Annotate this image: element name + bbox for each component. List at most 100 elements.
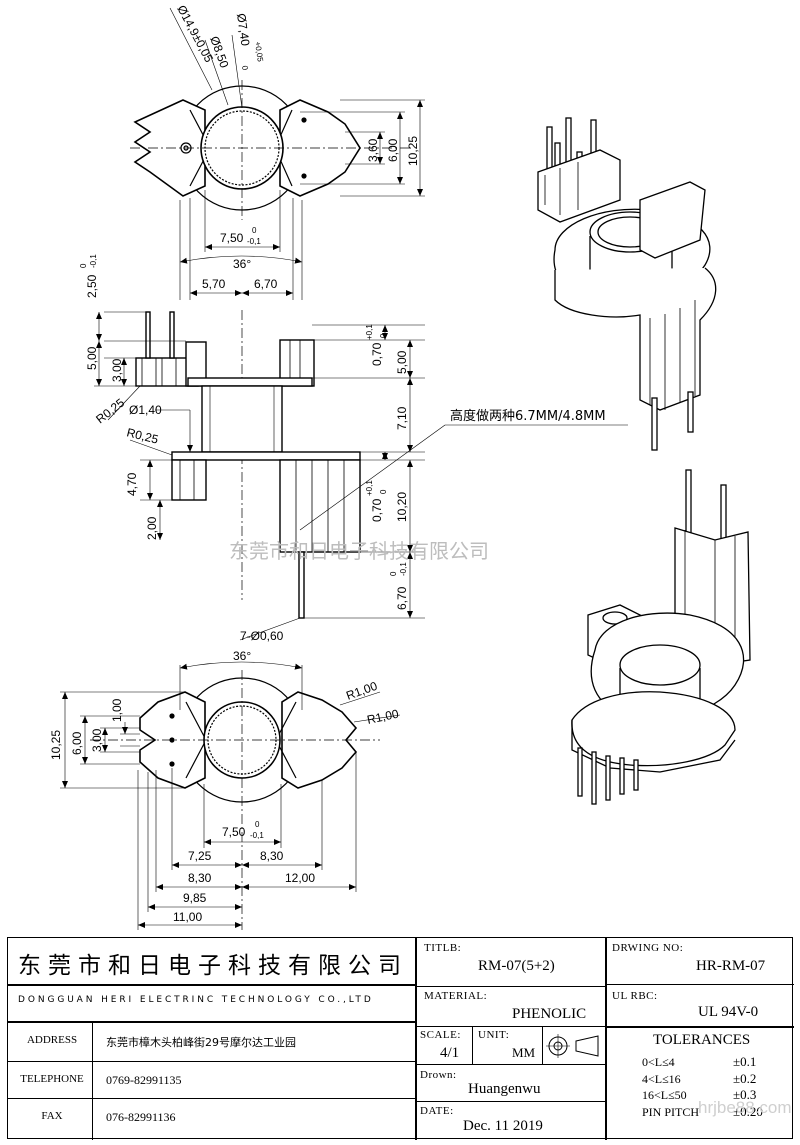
- dim-label: Ø7,40: [234, 12, 252, 47]
- tolerance-value: ±0.3: [733, 1087, 757, 1102]
- tolerance-range: 16<L≤50: [642, 1088, 687, 1102]
- title-label: TITLB:: [424, 942, 462, 954]
- dim-label: 6,00: [386, 138, 400, 162]
- drawing-no-value: HR-RM-07: [696, 958, 766, 974]
- dim-label: 0: [379, 333, 388, 338]
- tolerance-values: ±0.1 ±0.2 ±0.3 ±0.20: [733, 1054, 763, 1120]
- dim-label: Ø14,9±0,05: [174, 3, 216, 65]
- dim-label: 12,00: [285, 871, 315, 885]
- dim-label: 11,00: [173, 910, 202, 924]
- dim-label: 2,00: [145, 516, 159, 540]
- bottom-view: [60, 661, 401, 930]
- dim-label: 5,00: [85, 346, 99, 370]
- dim-label: 5,00: [395, 350, 409, 374]
- dim-label: 7,25: [188, 849, 212, 863]
- date-value: Dec. 11 2019: [463, 1118, 543, 1134]
- dim-label: 3,00: [90, 728, 104, 752]
- dim-label: -0,1: [399, 562, 408, 576]
- fax-label: FAX: [41, 1110, 63, 1122]
- material-label: MATERIAL:: [424, 990, 488, 1002]
- dim-label: 9,85: [183, 891, 207, 905]
- side-view-labels: 2,50 -0,1 0 5,00 3,00 R0,25 Ø1,40 R0,25 …: [79, 254, 606, 643]
- company-name-en: DONGGUAN HERI ELECTRINC TECHNOLOGY CO.,L…: [18, 995, 374, 1005]
- fax-value: 076-82991136: [106, 1110, 176, 1124]
- tolerance-ranges: 0<L≤4 4<L≤16 16<L≤50 PIN PITCH: [642, 1054, 699, 1120]
- dim-label: 0: [252, 226, 257, 235]
- unit-label: UNIT:: [478, 1029, 510, 1041]
- dim-label: R1,00: [344, 679, 379, 703]
- dim-label: 3,00: [110, 358, 124, 382]
- dim-label: 10,25: [49, 730, 63, 760]
- dim-label: 36°: [233, 257, 251, 271]
- bottom-view-labels: 36° R1,00 R1,00 10,25 6,00 3,00 1,00 7,5…: [49, 649, 400, 924]
- technical-drawing: Ø14,9±0,05 Ø8,50 Ø7,40 +0,05 0 3,60 6,00…: [49, 3, 751, 930]
- dim-label: 6,00: [70, 731, 84, 755]
- dim-label: -0,1: [250, 831, 264, 840]
- drawn-value: Huangenwu: [468, 1081, 541, 1097]
- drawing-no-label: DRWING NO:: [612, 942, 684, 954]
- title-block: 东莞市和日电子科技有限公司 DONGGUAN HERI ELECTRINC TE…: [7, 937, 794, 1140]
- title-value: RM-07(5+2): [478, 958, 555, 974]
- date-label: DATE:: [420, 1105, 454, 1117]
- top-view: [130, 7, 425, 300]
- dim-label: 0: [79, 263, 88, 268]
- dim-label: 0: [379, 489, 388, 494]
- dim-label: 0,70: [370, 342, 384, 366]
- company-name-cn: 东莞市和日电子科技有限公司: [18, 953, 408, 979]
- dim-label: 7-Ø0,60: [240, 629, 284, 643]
- dim-label: -0,1: [247, 237, 261, 246]
- isometric-view-bottom: [571, 469, 751, 805]
- dim-label: +0,1: [365, 480, 374, 496]
- corner-watermark: hrjbe88.com: [698, 1098, 792, 1117]
- dim-label: 3,60: [366, 138, 380, 162]
- dim-label: 8,30: [188, 871, 212, 885]
- dim-label: -0,1: [89, 254, 98, 268]
- scale-label: SCALE:: [420, 1029, 461, 1041]
- dim-label: 36°: [233, 649, 251, 663]
- dim-label: 10,25: [406, 136, 420, 166]
- dim-label: +0,05: [253, 41, 265, 63]
- isometric-view-top: [537, 117, 717, 451]
- dim-label: 7,10: [395, 406, 409, 430]
- dim-label: Ø1,40: [129, 403, 162, 417]
- tolerance-range: 0<L≤4: [642, 1055, 675, 1069]
- telephone-value: 0769-82991135: [106, 1073, 182, 1087]
- address-value: 东莞市樟木头柏峰街29号摩尔达工业园: [106, 1036, 296, 1049]
- projection-symbol-icon: [546, 1034, 599, 1058]
- dim-label: 7,50: [222, 825, 246, 839]
- drawn-label: Drown:: [420, 1069, 457, 1081]
- dim-label: +0,1: [365, 324, 374, 340]
- dim-label: 0: [255, 820, 260, 829]
- dim-label: 10,20: [395, 492, 409, 522]
- material-value: PHENOLIC: [512, 1006, 587, 1022]
- dim-label: 1,00: [110, 698, 124, 722]
- dim-label: 6,70: [254, 277, 278, 291]
- dim-label: R0,25: [125, 425, 160, 446]
- telephone-label: TELEPHONE: [20, 1073, 84, 1085]
- ul-label: UL RBC:: [612, 990, 658, 1002]
- tolerance-value: ±0.2: [733, 1070, 757, 1086]
- unit-value: MM: [512, 1045, 536, 1060]
- dim-label: R1,00: [366, 707, 401, 727]
- watermark: 东莞市和日电子科技有限公司: [229, 539, 489, 563]
- dim-label: 0,70: [370, 498, 384, 522]
- dim-label: R0,25: [93, 395, 127, 426]
- tolerance-range: 4<L≤16: [642, 1071, 681, 1086]
- side-view: [94, 310, 628, 641]
- tolerances-title: TOLERANCES: [653, 1032, 751, 1048]
- dim-label: 4,70: [125, 472, 139, 496]
- dim-label: 7,50: [220, 231, 244, 245]
- tolerance-range: PIN PITCH: [642, 1104, 700, 1119]
- dim-label: 2,50: [85, 274, 99, 298]
- dim-label: 0: [240, 65, 250, 71]
- dim-label: 5,70: [202, 277, 226, 291]
- address-label: ADDRESS: [26, 1034, 78, 1046]
- dim-label: 6,70: [395, 586, 409, 610]
- dim-label: 8,30: [260, 849, 284, 863]
- tolerance-value: ±0.1: [733, 1054, 757, 1069]
- ul-value: UL 94V-0: [698, 1004, 759, 1020]
- tolerance-value: ±0.20: [733, 1103, 763, 1119]
- height-note: 高度做两种6.7MM/4.8MM: [450, 408, 606, 424]
- scale-value: 4/1: [440, 1045, 460, 1061]
- dim-label: 0: [389, 571, 398, 576]
